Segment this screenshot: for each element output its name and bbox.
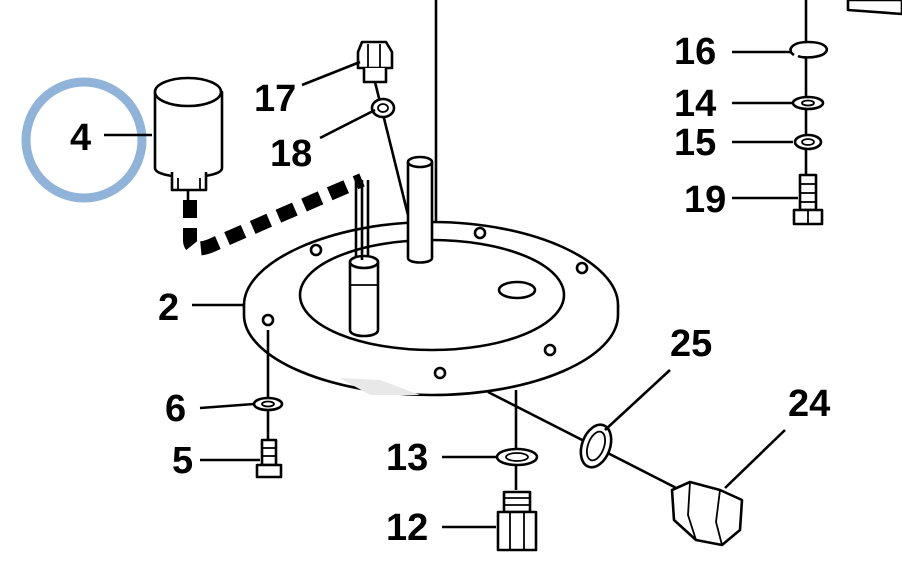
callout-19[interactable]: 19 <box>684 179 726 221</box>
callout-12[interactable]: 12 <box>386 507 428 549</box>
part-18-washer-hole <box>377 103 389 113</box>
callout-15[interactable]: 15 <box>674 122 716 164</box>
part-13-seal[interactable] <box>495 447 539 467</box>
sensor-stem <box>348 180 380 338</box>
callout-25[interactable]: 25 <box>670 323 712 365</box>
part-24-drain-plug[interactable] <box>670 480 744 547</box>
part-19-bolt[interactable] <box>792 173 824 226</box>
callout-16[interactable]: 16 <box>674 31 716 73</box>
callout-17[interactable]: 17 <box>254 78 296 120</box>
callout-24[interactable]: 24 <box>788 383 830 425</box>
part-17-fitting[interactable] <box>356 40 410 216</box>
part-15-lock-washer[interactable] <box>793 133 823 151</box>
part-5-bolt[interactable] <box>255 438 283 479</box>
part-25-o-ring[interactable] <box>575 421 616 472</box>
part-12-plug[interactable] <box>496 490 538 552</box>
callout-5[interactable]: 5 <box>172 440 193 482</box>
callout-14[interactable]: 14 <box>674 83 716 125</box>
callout-13[interactable]: 13 <box>386 437 428 479</box>
hose-line <box>183 173 365 260</box>
callout-18[interactable]: 18 <box>270 133 312 175</box>
part-4-filter[interactable] <box>153 76 224 205</box>
vertical-tube <box>406 155 434 264</box>
part-14-washer[interactable] <box>791 95 825 111</box>
part-18-washer[interactable] <box>370 97 396 119</box>
part-16-snap-ring[interactable] <box>789 40 829 59</box>
highlight-circle <box>21 77 147 203</box>
callout-2[interactable]: 2 <box>158 287 179 329</box>
callout-6[interactable]: 6 <box>165 388 186 430</box>
callout-4[interactable]: 4 <box>70 117 91 159</box>
bracket-corner <box>846 0 902 16</box>
part-6-washer[interactable] <box>252 396 284 412</box>
leader-lines <box>104 50 798 529</box>
